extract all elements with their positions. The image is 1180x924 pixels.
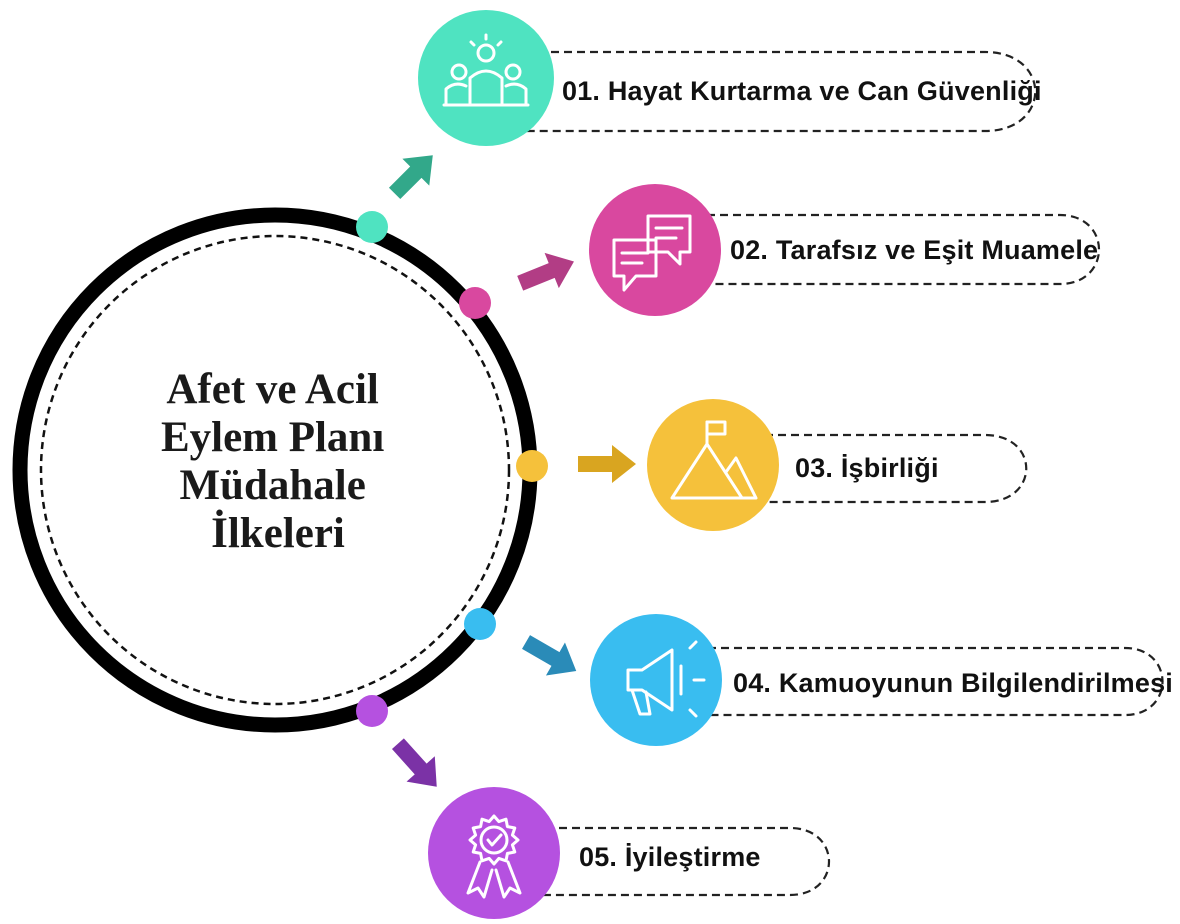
arrow-5 bbox=[391, 738, 437, 787]
principle-item-3: 03. İşbirliği bbox=[516, 399, 1028, 531]
center-title-line-4: İlkeleri bbox=[211, 510, 345, 557]
icon-badge-1 bbox=[418, 10, 554, 146]
item-label-4: 04. Kamuoyunun Bilgilendirilmesi bbox=[733, 668, 1173, 698]
center-title-line-1: Afet ve Acil bbox=[166, 366, 379, 413]
principle-item-2: 02. Tarafsız ve Eşit Muamele bbox=[459, 184, 1101, 319]
team-icon bbox=[442, 33, 530, 107]
icon-badge-3 bbox=[647, 399, 779, 531]
item-label-5: 05. İyileştirme bbox=[579, 842, 761, 872]
principle-item-5: 05. İyileştirme bbox=[356, 695, 831, 919]
center-circle: Afet ve Acil Eylem Planı Müdahale İlkele… bbox=[12, 207, 538, 733]
label-pill-5 bbox=[494, 826, 831, 897]
principle-item-4: 04. Kamuoyunun Bilgilendirilmesi bbox=[464, 608, 1173, 746]
label-pill-3 bbox=[713, 433, 1028, 504]
item-label-3: 03. İşbirliği bbox=[795, 453, 939, 483]
ring-dot-5 bbox=[356, 695, 388, 727]
ring-dot-1 bbox=[356, 211, 388, 243]
label-pill-2 bbox=[655, 213, 1101, 286]
label-pill-1 bbox=[486, 50, 1037, 133]
center-dashed-ring bbox=[39, 234, 511, 706]
arrow-4 bbox=[522, 635, 577, 676]
ring-dot-3 bbox=[516, 450, 548, 482]
arrow-2 bbox=[517, 252, 574, 291]
principle-item-1: 01. Hayat Kurtarma ve Can Güvenliği bbox=[356, 10, 1042, 243]
center-title: Afet ve Acil Eylem Planı Müdahale İlkele… bbox=[161, 366, 395, 557]
arrow-3 bbox=[578, 445, 636, 483]
label-pill-4 bbox=[656, 646, 1164, 717]
item-label-2: 02. Tarafsız ve Eşit Muamele bbox=[730, 235, 1098, 265]
megaphone-icon bbox=[626, 640, 706, 718]
center-title-line-3: Müdahale bbox=[179, 462, 365, 509]
award-badge-icon bbox=[466, 814, 522, 899]
chat-bubbles-icon bbox=[612, 214, 692, 292]
item-label-1: 01. Hayat Kurtarma ve Can Güvenliği bbox=[562, 76, 1042, 106]
arrow-1 bbox=[388, 155, 433, 200]
center-title-line-2: Eylem Planı bbox=[161, 414, 384, 461]
ring-dot-2 bbox=[459, 287, 491, 319]
ring-dot-4 bbox=[464, 608, 496, 640]
mountain-flag-icon bbox=[670, 420, 758, 500]
